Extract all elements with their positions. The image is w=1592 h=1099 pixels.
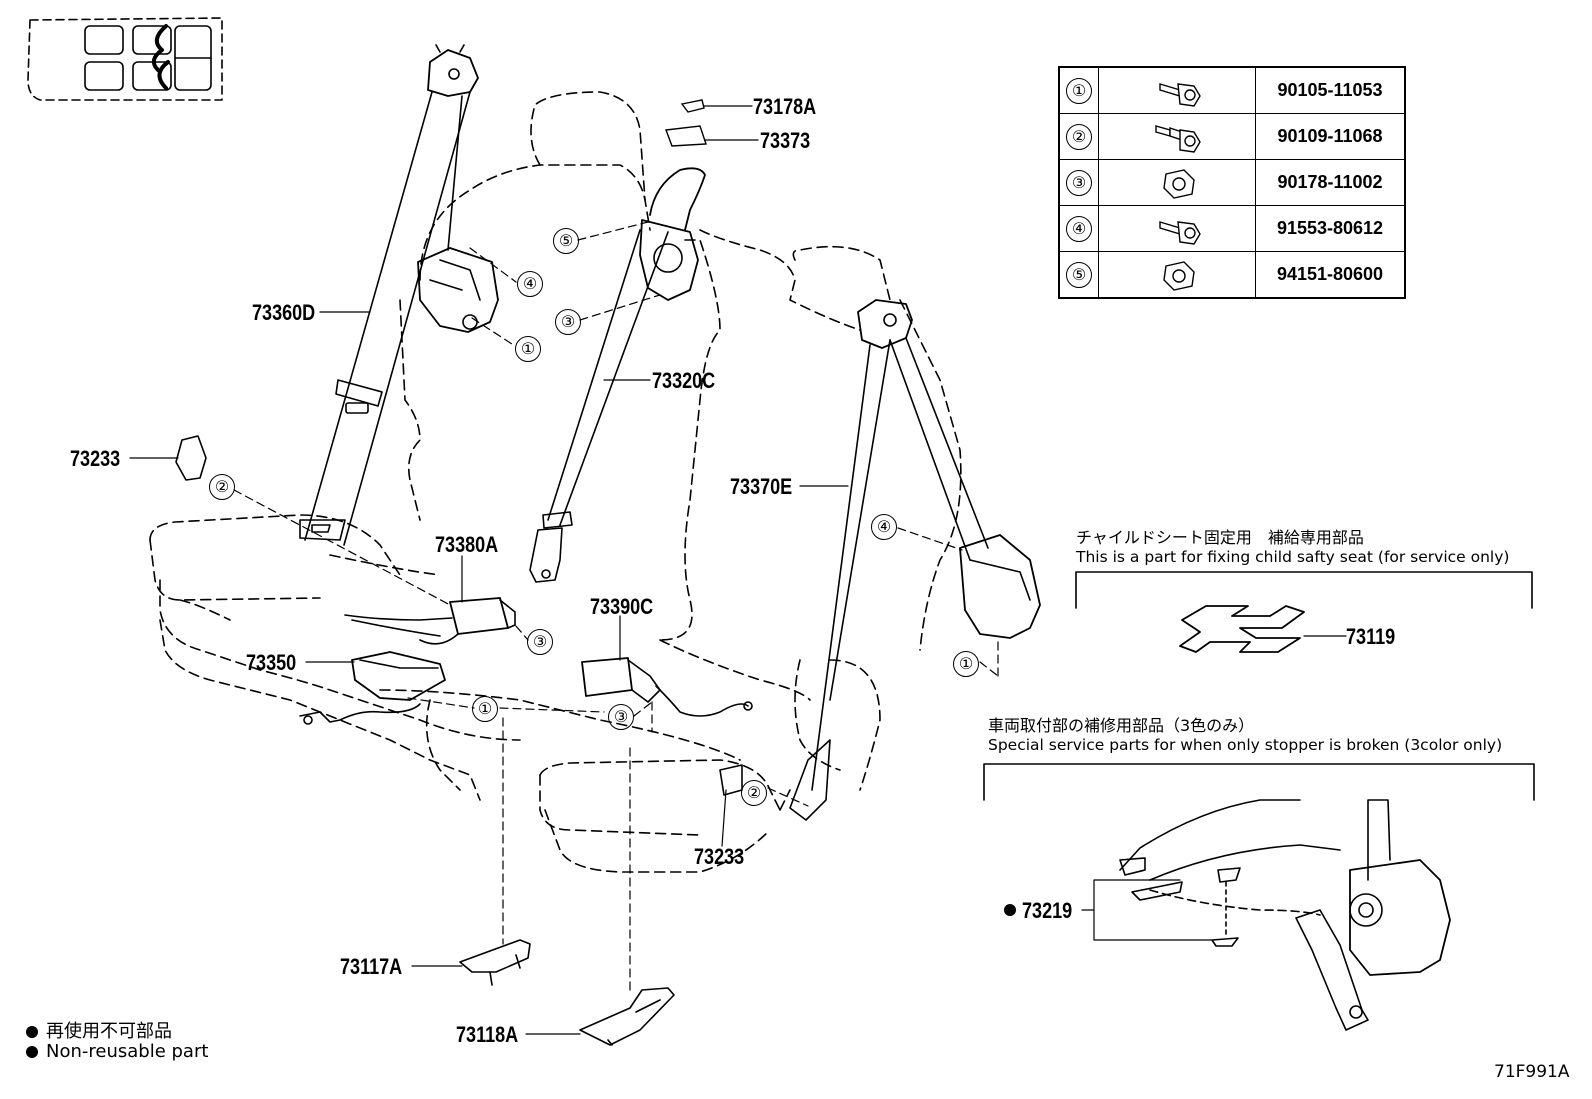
fastener-icon-cell <box>1098 205 1256 252</box>
callout-3-center: ③ <box>555 309 581 335</box>
part-label-73233-bottom: 73233 <box>694 844 745 869</box>
stopper-note-en: Special service parts for when only stop… <box>988 736 1503 754</box>
child-seat-note-jp: チャイルドシート固定用 補給専用部品 <box>1076 528 1364 547</box>
part-label-73380a: 73380A <box>435 532 499 557</box>
part-label-73178a: 73178A <box>753 94 817 119</box>
callout-2-bottom: ② <box>741 780 767 806</box>
fastener-part-number: 90178-11002 <box>1255 159 1406 206</box>
non-reusable-dot <box>1004 904 1016 916</box>
child-seat-note-en: This is a part for fixing child safty se… <box>1076 548 1510 566</box>
part-label-73373: 73373 <box>760 128 811 153</box>
legend-text-jp: 再使用不可部品 <box>46 1021 172 1042</box>
table-row: ③ 90178-11002 <box>1058 159 1406 206</box>
row-index: ② <box>1066 123 1092 150</box>
fastener-icon-cell <box>1098 159 1256 206</box>
row-index: ③ <box>1066 169 1092 196</box>
part-label-73119: 73119 <box>1346 624 1396 649</box>
part-label-73370e: 73370E <box>730 474 793 499</box>
part-label-73219: 73219 <box>1022 898 1073 923</box>
part-label-73360d: 73360D <box>252 300 316 325</box>
fastener-part-number: 90109-11068 <box>1255 113 1406 160</box>
figure-id: 71F991A <box>1494 1062 1570 1082</box>
legend-text-en: Non-reusable part <box>46 1041 209 1062</box>
callout-3-lower: ③ <box>608 704 634 730</box>
part-label-73390c: 73390C <box>590 594 654 619</box>
fastener-part-number: 91553-80612 <box>1255 205 1406 252</box>
part-label-73118a: 73118A <box>456 1022 519 1047</box>
legend-dot-icon <box>26 1046 38 1058</box>
fastener-icon-cell <box>1098 113 1256 160</box>
fastener-part-number: 94151-80600 <box>1255 251 1406 299</box>
callout-4-left: ④ <box>517 271 543 297</box>
part-label-73320c: 73320C <box>652 368 716 393</box>
row-index: ⑤ <box>1066 261 1092 288</box>
legend-dot-icon <box>26 1026 38 1038</box>
row-index: ④ <box>1066 215 1092 242</box>
row-index: ① <box>1066 77 1092 104</box>
callout-1-left: ① <box>515 336 541 362</box>
table-row: ① 90105-11053 <box>1058 66 1406 114</box>
fastener-part-number: 90105-11053 <box>1255 66 1406 114</box>
legend-non-reusable-jp: 再使用不可部品 <box>26 1017 172 1043</box>
fastener-table: ① 90105-11053 ② 90109-11068 ③ 90178-1100… <box>1058 66 1406 299</box>
part-label-73233-left: 73233 <box>70 446 121 471</box>
fastener-icon-cell <box>1098 251 1256 299</box>
callout-1-right: ① <box>953 651 979 677</box>
vehicle-locator-icon <box>27 17 223 101</box>
callout-2-left: ② <box>209 474 235 500</box>
callout-3-buckle: ③ <box>527 629 553 655</box>
legend-non-reusable-en: Non-reusable part <box>26 1041 208 1062</box>
stopper-note-jp: 車両取付部の補修用部品（3色のみ） <box>988 716 1255 735</box>
table-row: ⑤ 94151-80600 <box>1058 251 1406 299</box>
callout-1-center: ① <box>472 696 498 722</box>
table-row: ④ 91553-80612 <box>1058 205 1406 252</box>
callout-5-top: ⑤ <box>553 228 579 254</box>
fastener-icon-cell <box>1098 66 1256 114</box>
callout-4-right: ④ <box>871 514 897 540</box>
table-row: ② 90109-11068 <box>1058 113 1406 160</box>
part-label-73117a: 73117A <box>340 954 403 979</box>
part-label-73350: 73350 <box>246 650 297 675</box>
